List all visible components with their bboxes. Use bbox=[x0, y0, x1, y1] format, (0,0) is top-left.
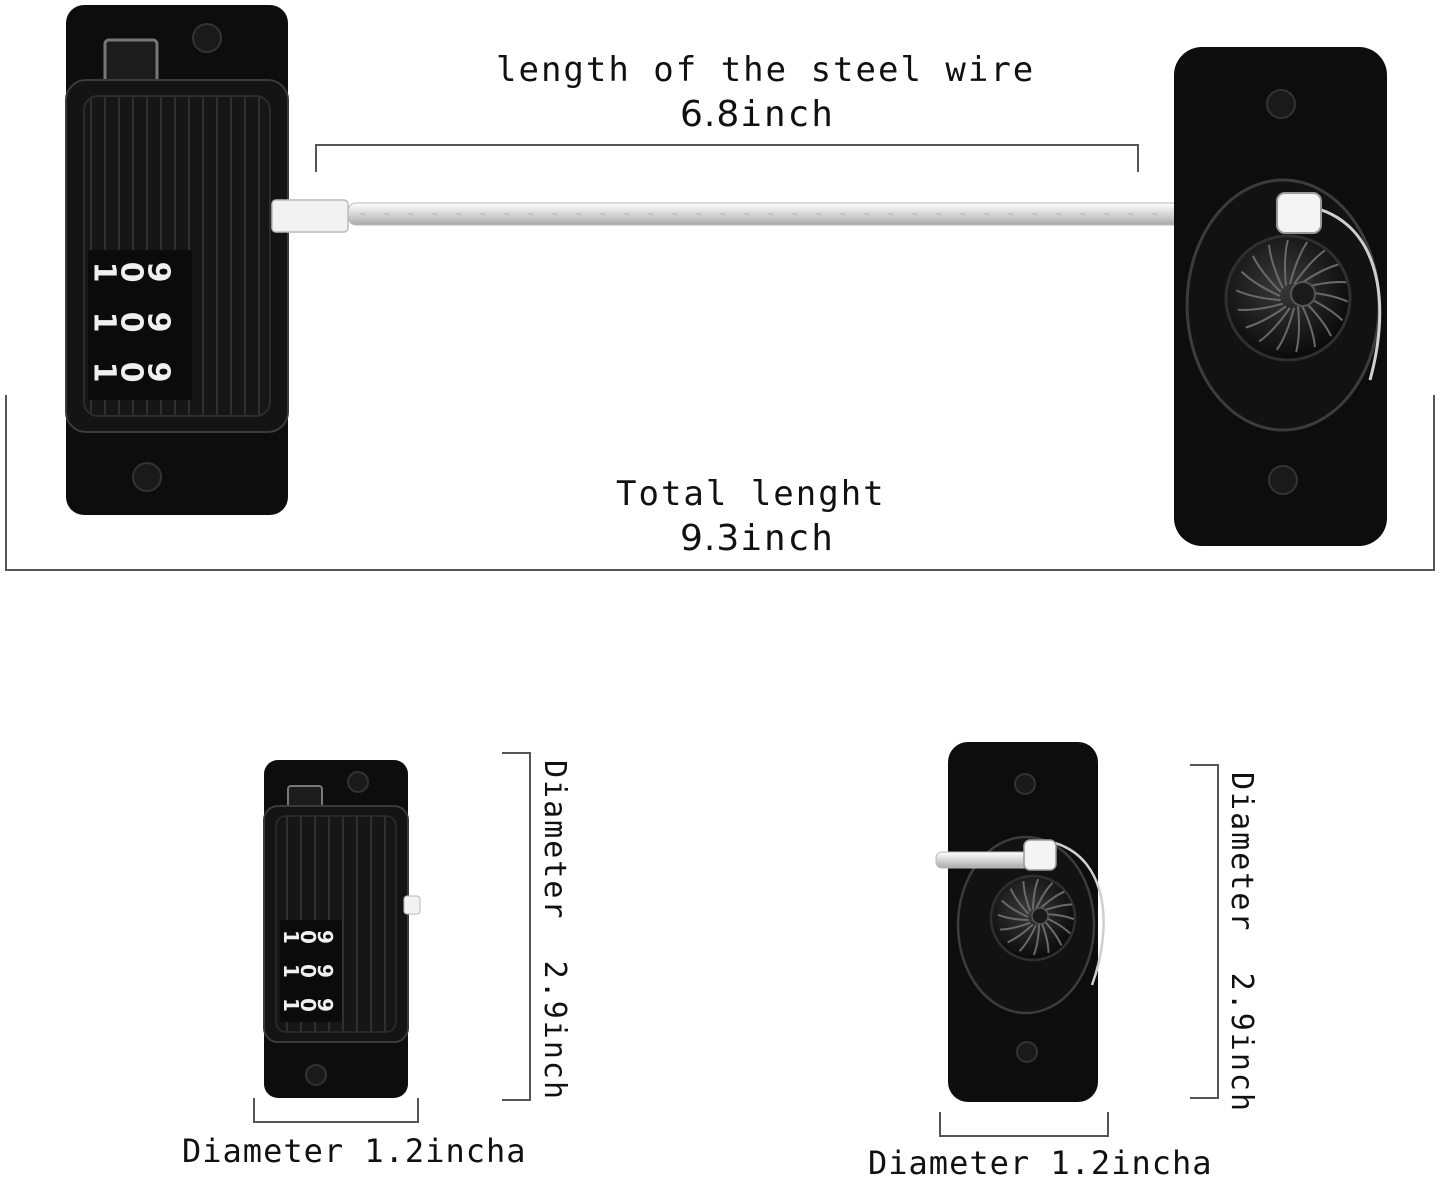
screw-hole bbox=[1268, 465, 1298, 495]
small-knob-width-word: Diameter bbox=[868, 1144, 1031, 1182]
knob-spoke bbox=[997, 913, 1029, 922]
screw-hole bbox=[1016, 1041, 1038, 1063]
total-length-value: 9.3inch bbox=[680, 518, 835, 559]
small-lock-height-value: 2.9inch bbox=[537, 960, 572, 1102]
dial-digit: 9 bbox=[313, 930, 337, 944]
dial-digit: 9 bbox=[313, 964, 337, 978]
dial-digit: 0 bbox=[114, 262, 149, 283]
wire-stub bbox=[935, 851, 1031, 869]
dial-digit: 9 bbox=[141, 362, 176, 383]
dial-digit: 1 bbox=[87, 362, 122, 383]
dial-digit: 9 bbox=[313, 998, 337, 1012]
knob-spoke bbox=[1031, 878, 1040, 910]
small-lock-height-bracket bbox=[502, 752, 531, 1101]
screw-hole bbox=[1266, 89, 1296, 119]
wire-length-value: 6.8inch bbox=[680, 94, 835, 135]
total-length-unit: inch bbox=[740, 518, 835, 559]
knob-spoke bbox=[1252, 255, 1282, 293]
knob-spoke bbox=[1300, 303, 1316, 348]
wire-length-number: 6.8 bbox=[680, 94, 741, 135]
knob-spokes bbox=[997, 878, 1075, 956]
dial-digit: 0 bbox=[296, 998, 320, 1012]
knob-spoke bbox=[1007, 923, 1034, 944]
dial-digit: 0 bbox=[296, 930, 320, 944]
knob-spoke bbox=[1268, 244, 1284, 289]
knob-spoke bbox=[1018, 924, 1037, 952]
knob-spoke bbox=[1258, 307, 1291, 343]
knob-spoke bbox=[1293, 249, 1326, 285]
dial-digit: 0 bbox=[114, 362, 149, 383]
small-lock-width-word: Diameter bbox=[182, 1132, 345, 1170]
wire-length-label: length of the steel wire bbox=[496, 50, 1036, 90]
dial-window bbox=[88, 250, 192, 400]
dial-digit: 1 bbox=[279, 998, 303, 1012]
total-length-label: Total lenght bbox=[616, 474, 886, 514]
wire-loop bbox=[1054, 841, 1105, 986]
dial-digit: 0 bbox=[296, 964, 320, 978]
knob-spoke bbox=[1009, 888, 1030, 915]
knob-spoke bbox=[1022, 881, 1032, 912]
screw-hole bbox=[347, 771, 369, 793]
wire-end-cap bbox=[1276, 192, 1322, 234]
small-lock-height-word: Diameter bbox=[537, 760, 572, 921]
screw-hole bbox=[305, 1064, 327, 1086]
steel-wire bbox=[347, 202, 1295, 226]
dial-digit: 9 bbox=[141, 312, 176, 333]
small-knob-width-bracket bbox=[939, 1112, 1109, 1137]
knob-spoke bbox=[1245, 305, 1287, 329]
knob-spoke bbox=[1035, 882, 1054, 910]
small-lock-width-label: Diameter 1.2incha bbox=[182, 1132, 527, 1170]
wire-sleeve bbox=[403, 895, 421, 915]
knob-spoke bbox=[1240, 270, 1281, 297]
small-knob-height-value: 2.9inch bbox=[1224, 972, 1259, 1114]
small-knob-height-label: Diameter 2.9inch bbox=[1224, 772, 1259, 1113]
wire-sleeve bbox=[271, 199, 349, 233]
screw-hole bbox=[1014, 773, 1036, 795]
knob-spoke bbox=[1000, 921, 1031, 931]
dial-digit: 1 bbox=[279, 964, 303, 978]
small-knob-height-bracket bbox=[1190, 764, 1219, 1099]
knob-spoke bbox=[1032, 924, 1041, 956]
wire-length-unit: inch bbox=[740, 94, 835, 135]
small-knob-width-value: 1.2incha bbox=[1050, 1144, 1213, 1182]
small-lock-width-bracket bbox=[253, 1098, 419, 1123]
knob-spoke bbox=[1001, 899, 1029, 918]
dial-digit: 0 bbox=[114, 312, 149, 333]
wire-loop bbox=[1299, 203, 1382, 381]
dial-digit: 1 bbox=[279, 930, 303, 944]
dial-digit: 1 bbox=[87, 312, 122, 333]
knob-center bbox=[1290, 281, 1316, 307]
knob-spoke bbox=[1295, 306, 1300, 353]
knob-mount-unit-small bbox=[935, 742, 1105, 1102]
small-lock-height-label: Diameter 2.9inch bbox=[537, 760, 572, 1101]
knob-spoke bbox=[1288, 241, 1309, 285]
knob-mount-unit-top bbox=[1174, 47, 1387, 546]
knob-center bbox=[1031, 907, 1049, 925]
dial-digit: 9 bbox=[141, 262, 176, 283]
wire-length-bracket bbox=[315, 144, 1139, 172]
knob-spoke bbox=[1040, 922, 1050, 953]
knob bbox=[1224, 234, 1352, 362]
small-knob-height-word: Diameter bbox=[1224, 772, 1259, 933]
dial-digit: 1 bbox=[87, 262, 122, 283]
knob-spoke bbox=[1235, 289, 1281, 302]
knob-spoke bbox=[1237, 302, 1284, 311]
screw-hole bbox=[132, 462, 162, 492]
small-knob-width-label: Diameter 1.2incha bbox=[868, 1144, 1213, 1182]
screw-hole bbox=[192, 23, 222, 53]
total-length-bracket bbox=[5, 395, 1435, 571]
small-lock-width-value: 1.2incha bbox=[364, 1132, 527, 1170]
wire-end-cap bbox=[1023, 839, 1057, 871]
total-length-number: 9.3 bbox=[680, 518, 741, 559]
knob-spoke bbox=[1275, 307, 1296, 351]
knob-spoke bbox=[1284, 239, 1289, 286]
dial-window bbox=[280, 920, 342, 1022]
